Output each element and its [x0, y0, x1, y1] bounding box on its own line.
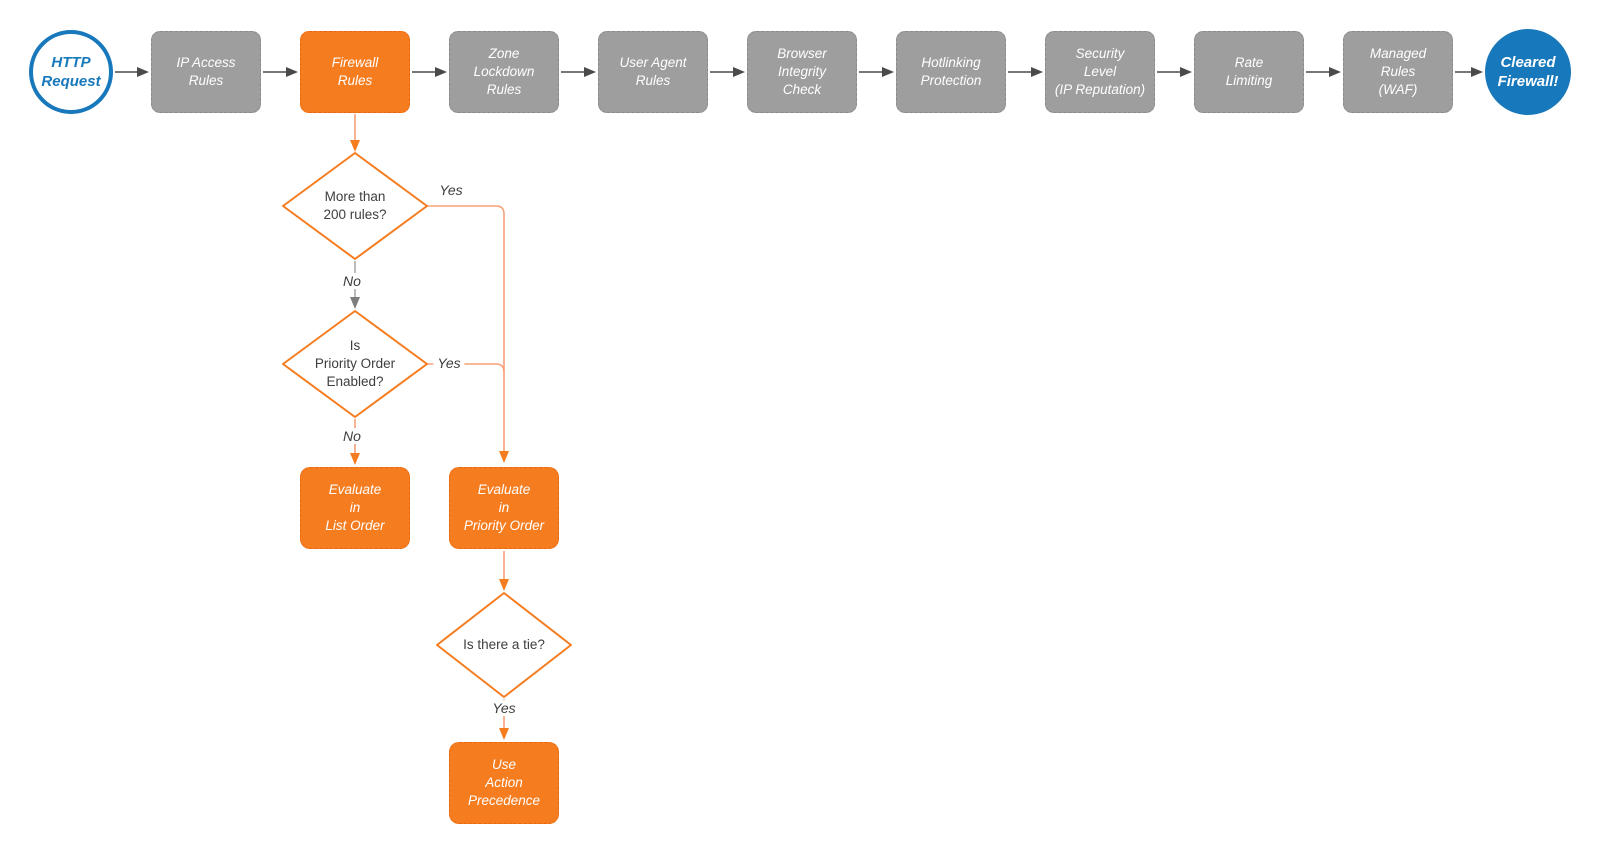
edge-label-yes-3: Yes [488, 700, 520, 716]
node-cleared-firewall: Cleared Firewall! [1485, 29, 1571, 115]
node-browser-integrity-check: Browser Integrity Check [747, 31, 857, 113]
node-user-agent-rules: User Agent Rules [598, 31, 708, 113]
node-label: Hotlinking Protection [920, 55, 982, 88]
node-ip-access-rules: IP Access Rules [151, 31, 261, 113]
edge-label-yes-2: Yes [433, 355, 465, 371]
node-label: IP Access Rules [176, 55, 236, 88]
node-evaluate-in-priority-order: Evaluate in Priority Order [449, 467, 559, 549]
node-zone-lockdown-rules: Zone Lockdown Rules [449, 31, 559, 113]
decision-label: More than 200 rules? [323, 189, 387, 222]
decision-priority-order-enabled: Is Priority Order Enabled? [285, 313, 425, 415]
node-label: Rate Limiting [1225, 55, 1273, 88]
arrow-decision2-yes [427, 363, 505, 373]
node-label: Evaluate in Priority Order [463, 482, 545, 533]
decision2-diamond-shape [282, 310, 428, 418]
node-firewall-rules: Firewall Rules [300, 31, 410, 113]
decision1-diamond-shape [282, 152, 428, 260]
decision-label: Is Priority Order Enabled? [314, 338, 396, 389]
node-label: HTTP Request [41, 54, 101, 90]
node-evaluate-in-list-order: Evaluate in List Order [300, 467, 410, 549]
node-label: User Agent Rules [619, 55, 687, 88]
node-label: Firewall Rules [331, 55, 379, 88]
node-use-action-precedence: Use Action Precedence [449, 742, 559, 824]
edge-label-no-2: No [339, 428, 365, 444]
edge-label-no-1: No [339, 273, 365, 289]
node-security-level: Security Level (IP Reputation) [1045, 31, 1155, 113]
arrow-decision1-yes [427, 205, 509, 463]
node-rate-limiting: Rate Limiting [1194, 31, 1304, 113]
decision-more-than-200-rules: More than 200 rules? [285, 155, 425, 257]
node-label: Use Action Precedence [467, 757, 541, 808]
decision-label: Is there a tie? [463, 637, 545, 652]
node-http-request: HTTP Request [29, 30, 113, 114]
decision-is-there-a-tie: Is there a tie? [439, 595, 569, 695]
node-label: Evaluate in List Order [325, 482, 385, 533]
node-label: Zone Lockdown Rules [473, 46, 535, 97]
decision3-diamond-shape [436, 592, 572, 698]
edge-label-yes-1: Yes [439, 182, 463, 198]
node-label: Security Level (IP Reputation) [1054, 46, 1146, 97]
node-managed-rules-waf: Managed Rules (WAF) [1343, 31, 1453, 113]
node-label: Cleared Firewall! [1497, 54, 1559, 90]
node-label: Browser Integrity Check [777, 46, 827, 97]
decision-shapes [282, 152, 572, 698]
node-label: Managed Rules (WAF) [1369, 46, 1427, 97]
node-hotlinking-protection: Hotlinking Protection [896, 31, 1006, 113]
